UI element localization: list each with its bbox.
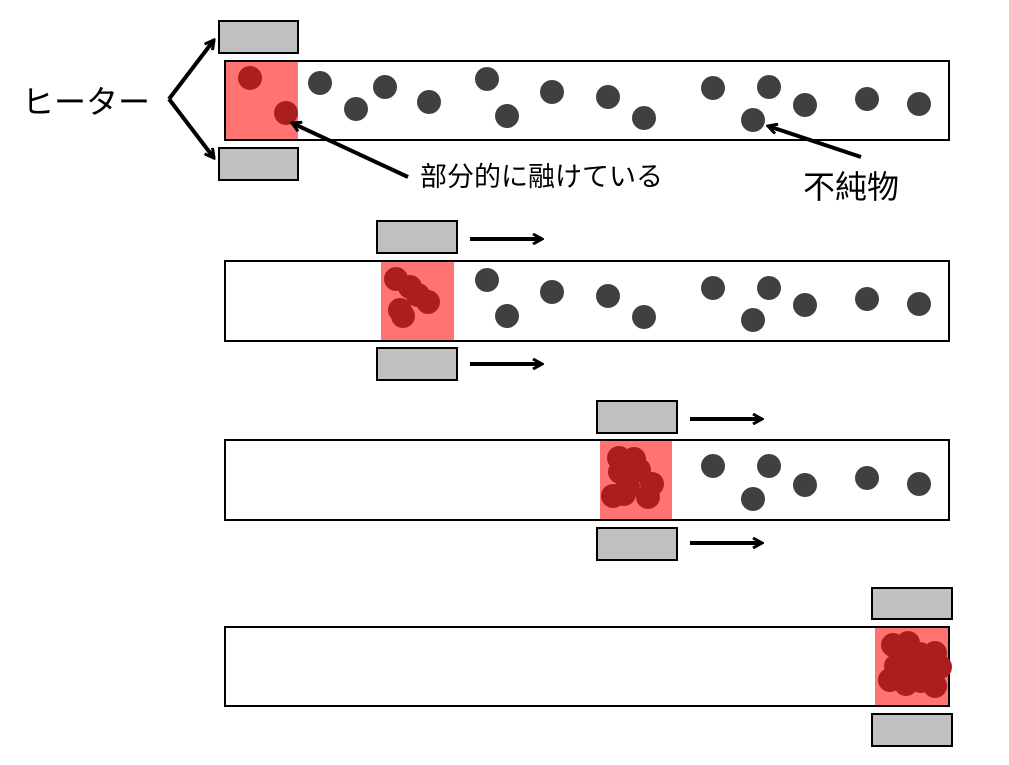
heater-top — [871, 587, 953, 620]
heater-label: ヒーター — [22, 83, 150, 121]
heater-bottom — [218, 147, 299, 181]
collected-impurities — [238, 66, 298, 125]
collected-impurities — [384, 267, 440, 328]
impurities-label: 不純物 — [803, 168, 899, 206]
heater-pointer-up — [167, 40, 214, 101]
heater-top — [376, 220, 458, 254]
rod — [224, 60, 950, 141]
rod — [224, 626, 950, 707]
rod — [224, 439, 950, 521]
impurity-dots — [701, 454, 931, 511]
heater-bottom — [871, 713, 953, 747]
heater-pointer-down — [167, 97, 214, 158]
collected-impurities — [601, 446, 664, 509]
molten-zone — [226, 62, 298, 139]
heater-bottom — [596, 527, 678, 561]
stage-3 — [224, 400, 950, 561]
stage-1 — [218, 20, 950, 181]
heater-bottom — [376, 347, 458, 381]
rod — [224, 260, 950, 342]
impurity-dots — [308, 67, 931, 132]
impurity-dots — [475, 268, 931, 332]
heater-top — [218, 20, 299, 54]
stage-2 — [224, 220, 950, 381]
partially-melted-label: 部分的に融けている — [420, 162, 663, 193]
melt-pointer-arrow — [292, 123, 409, 179]
collected-impurities — [878, 631, 952, 698]
heater-top — [596, 400, 678, 434]
stage-4 — [224, 587, 953, 747]
impurity-pointer-arrow — [768, 126, 862, 159]
